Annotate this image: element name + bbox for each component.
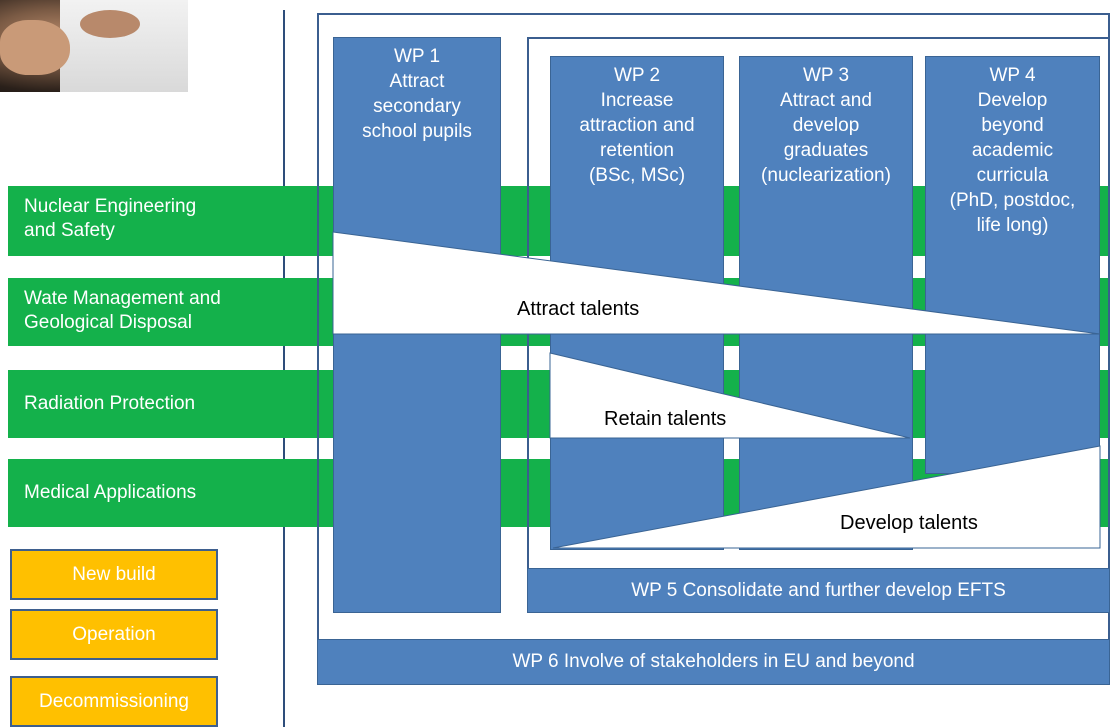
wp4-box: WP 4 Develop beyond academic curricula (… [925,56,1100,474]
topic-label: Radiation Protection [24,393,196,414]
retain-talents-label: Retain talents [604,408,727,430]
wp6-bar: WP 6 Involve of stakeholders in EU and b… [317,639,1110,685]
photo-hand [80,10,140,38]
topic-label: Nuclear Engineering and Safety [24,196,197,241]
attract-talents-label: Attract talents [517,298,640,320]
wp4-label: WP 4 Develop beyond academic curricula (… [949,65,1076,236]
phase-new-build: New build [10,549,218,600]
photo-hand [0,20,70,75]
presenter-photo [0,0,188,92]
wp1-label: WP 1 Attract secondary school pupils [362,46,472,142]
wp5-bar: WP 5 Consolidate and further develop EFT… [527,568,1110,613]
divider-line [283,10,285,727]
phase-decommissioning: Decommissioning [10,676,218,727]
wp1-box: WP 1 Attract secondary school pupils [333,37,501,613]
phase-operation: Operation [10,609,218,660]
develop-talents-label: Develop talents [840,512,978,534]
wp3-label: WP 3 Attract and develop graduates (nucl… [761,65,891,186]
topic-label: Wate Management and Geological Disposal [24,288,221,333]
topic-label: Medical Applications [24,482,197,503]
wp3-box: WP 3 Attract and develop graduates (nucl… [739,56,913,550]
wp2-label: WP 2 Increase attraction and retention (… [579,65,695,186]
